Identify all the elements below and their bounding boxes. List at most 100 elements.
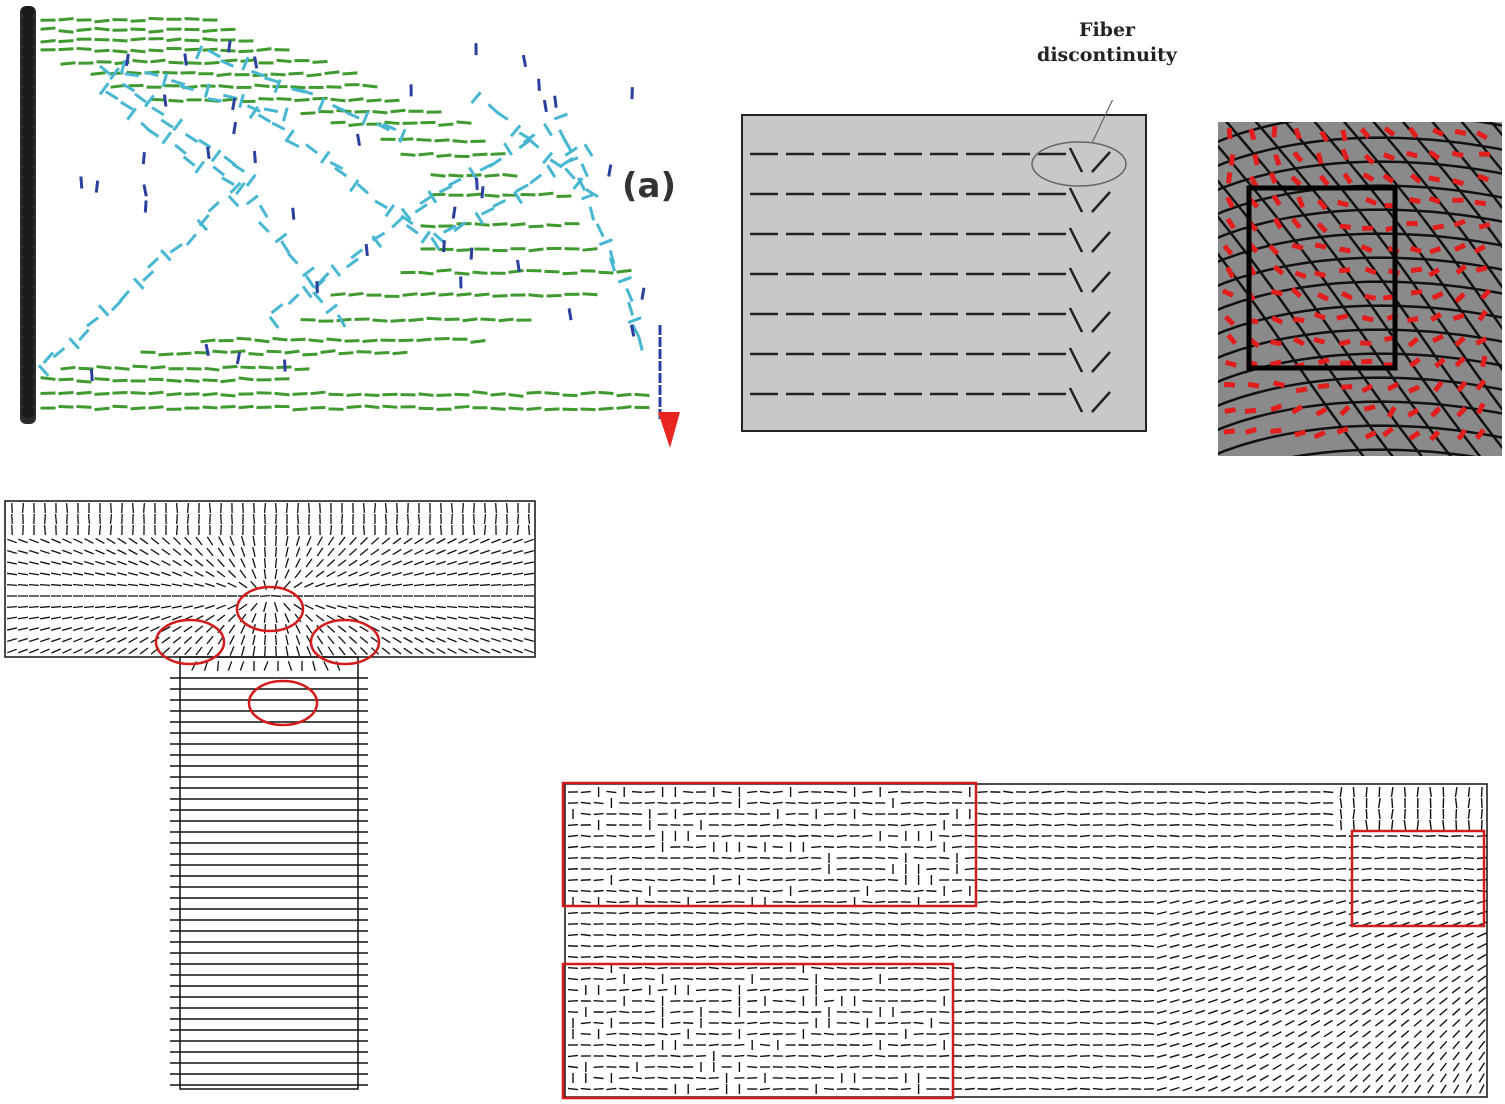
- beam-stroke: [721, 978, 732, 980]
- support-node: [22, 226, 34, 238]
- beam-stroke: [708, 1032, 719, 1036]
- beam-stroke: [964, 823, 975, 827]
- support-node: [22, 156, 34, 168]
- beam-stroke: [1323, 1019, 1333, 1027]
- red-fiber: [1269, 359, 1282, 368]
- beam-stroke: [721, 923, 732, 925]
- beam-stroke: [1284, 987, 1295, 993]
- fiber-diagonal: [182, 155, 196, 167]
- flange-stroke: [295, 646, 301, 656]
- beam-stroke: [1207, 823, 1219, 827]
- beam-stroke: [1339, 819, 1343, 831]
- beam-stroke: [593, 801, 604, 805]
- beam-stroke: [1336, 997, 1346, 1005]
- fiber-horizontal: [238, 404, 254, 410]
- fiber-horizontal: [362, 338, 378, 344]
- beam-stroke: [1220, 813, 1231, 815]
- fiber-vertical: [542, 99, 548, 113]
- beam-stroke: [1362, 1008, 1372, 1016]
- beam-stroke: [1092, 1065, 1103, 1069]
- beam-stroke: [1003, 1087, 1014, 1091]
- fiber-horizontal: [372, 318, 388, 323]
- beam-stroke: [1375, 1063, 1384, 1071]
- beam-stroke: [1348, 932, 1359, 938]
- red-fiber: [1474, 244, 1487, 254]
- beam-stroke: [1374, 845, 1385, 849]
- red-fiber: [1226, 128, 1233, 140]
- beam-stroke: [811, 966, 822, 970]
- beam-stroke: [1028, 966, 1039, 970]
- beam-stroke: [1156, 922, 1167, 926]
- beam-stroke: [990, 900, 1001, 904]
- beam-stroke: [1476, 856, 1487, 860]
- red-fiber: [1409, 245, 1422, 254]
- red-fiber: [1225, 217, 1236, 230]
- beam-stroke: [836, 1054, 847, 1058]
- beam-stroke: [1041, 1076, 1052, 1080]
- fiber-horizontal: [598, 406, 614, 411]
- beam-stroke: [900, 801, 911, 805]
- fiber-horizontal: [480, 317, 496, 322]
- beam-stroke: [785, 912, 796, 914]
- beam-stroke: [1220, 921, 1231, 927]
- beam-stroke: [1438, 899, 1449, 905]
- fiber-horizontal: [382, 404, 398, 409]
- flange-stroke: [381, 560, 391, 566]
- beam-stroke: [887, 944, 899, 948]
- beam-stroke: [964, 1076, 975, 1080]
- beam-stroke: [580, 834, 591, 838]
- beam-stroke: [708, 856, 719, 860]
- fiber-diagonal: [222, 93, 238, 100]
- beam-stroke: [644, 977, 655, 981]
- support-node: [22, 376, 34, 388]
- beam-outline: [564, 783, 1488, 1098]
- fiber-horizontal: [130, 36, 146, 42]
- beam-stroke: [1143, 834, 1155, 838]
- flange-stroke: [132, 524, 134, 536]
- flange-stroke: [369, 583, 381, 587]
- flange-stroke: [161, 636, 171, 644]
- beam-stroke: [785, 823, 796, 827]
- fiber-diagonal: [299, 88, 314, 96]
- beam-stroke: [759, 889, 771, 893]
- beam-stroke: [875, 900, 886, 904]
- fiber-horizontal: [218, 84, 234, 89]
- beam-stroke: [1413, 986, 1423, 994]
- fiber-diagonal: [495, 110, 509, 121]
- red-fiber: [1455, 406, 1468, 418]
- beam-stroke: [1452, 1062, 1460, 1072]
- beam-stroke: [900, 922, 911, 926]
- beam-stroke: [1169, 998, 1180, 1004]
- flange-stroke: [206, 547, 214, 557]
- flange-stroke: [238, 581, 248, 589]
- fiber-horizontal: [184, 47, 200, 52]
- beam-stroke: [747, 955, 758, 959]
- flange-stroke: [251, 613, 257, 623]
- beam-stroke: [1310, 1074, 1320, 1082]
- red-fiber: [1477, 309, 1488, 322]
- beam-stroke: [1413, 954, 1423, 960]
- beam-stroke: [1220, 911, 1231, 915]
- flange-stroke: [295, 536, 301, 546]
- flange-stroke: [128, 626, 138, 632]
- beam-stroke: [1067, 988, 1078, 992]
- beam-stroke: [606, 944, 617, 948]
- beam-stroke: [1451, 899, 1462, 905]
- fiber-vertical: [469, 247, 474, 260]
- beam-stroke: [747, 999, 758, 1003]
- flange-stroke: [337, 559, 347, 567]
- flange-stroke: [513, 648, 523, 654]
- beam-stroke: [913, 1010, 924, 1014]
- flange-stroke: [359, 537, 369, 545]
- beam-stroke: [1336, 1008, 1346, 1016]
- beam-stroke: [683, 944, 694, 948]
- beam-stroke: [1156, 1054, 1167, 1058]
- flange-stroke: [263, 568, 267, 580]
- beam-stroke: [619, 856, 630, 860]
- beam-stroke: [1310, 1063, 1320, 1071]
- beam-stroke: [926, 867, 937, 871]
- fiber-horizontal: [40, 26, 56, 31]
- beam-stroke: [1092, 878, 1103, 882]
- flange-stroke: [479, 616, 491, 620]
- fiber-horizontal: [266, 349, 282, 354]
